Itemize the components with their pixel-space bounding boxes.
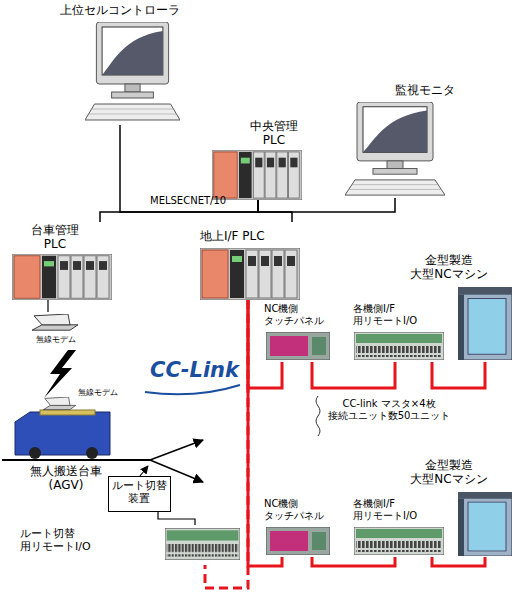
plc-icon [212,150,302,200]
cc-link-line [432,557,485,566]
radio-bolt [44,350,76,398]
cell-controller-pc: 上位セルコントローラ [55,2,188,125]
nc-machine-icon [458,492,512,556]
network-name: MELSECNET/10 [150,195,226,207]
plc-icon [12,254,112,300]
modem-cable [47,300,48,312]
remote-io-icon [354,527,444,555]
remote-io: 各機側I/F 用リモートI/O [350,300,448,362]
node-label: 台車管理 PLC [26,224,84,252]
pc-icon [85,22,180,120]
cc-link-line [248,300,282,566]
remote-io: 各機側I/F 用リモートI/O [350,495,448,557]
agv-plate [40,410,95,415]
network-line [258,200,292,222]
touch-panel-icon [266,527,330,555]
nc-machine: 金型製造 大型NCマシン [405,250,515,362]
touch-panel: NC機側 タッチパネル [262,495,335,557]
node-label: 無人搬送台車 (AGV) [24,465,108,493]
node-label: 監視モニタ [395,84,455,98]
modem-icon [43,397,75,410]
logo-swoosh [145,385,240,394]
node-label: 上位セルコントローラ [55,4,185,18]
network-note: CC-link マスタ×4枚 接続ユニット数50ユニット [325,398,453,421]
node-label: 金型製造 大型NCマシン [407,254,491,282]
node-label: 中央管理 PLC [245,120,303,148]
node-label: 無線モデム [78,388,118,397]
touch-panel: NC機側 タッチパネル [262,300,335,362]
route-remote-io: ルート切替 用リモートI/O [18,525,243,565]
nc-machine: 金型製造 大型NCマシン [405,455,515,557]
network-line [258,198,395,212]
ground-if-plc: 地上I/F PLC [198,222,303,300]
node-label: NC機側 タッチパネル [264,498,332,521]
cc-link-line [312,557,395,566]
agv-wheel [86,447,98,459]
leader-arrow [140,466,148,476]
cc-link-line [312,362,395,388]
route-switch-box: ルート切替 装置 [108,476,171,512]
cc-link-line [205,300,248,588]
cart-plc: 台車管理 PLC [8,222,118,300]
remote-io-icon [354,332,444,360]
node-label: ルート切替 装置 [110,480,168,505]
plc-icon [200,248,300,300]
network-line [120,125,258,212]
remote-io-icon [165,528,240,560]
node-label: 各機側I/F 用リモートI/O [353,303,433,326]
monitor-pc: 監視モニタ [340,80,458,198]
node-label: ルート切替 用リモートI/O [20,528,116,553]
node-label: NC機側 タッチパネル [264,303,332,326]
track-branch [150,440,203,460]
modem-icon [32,314,78,330]
cc-link-logo: CC-Link [150,358,239,382]
radio-modem: 無線モデム [40,388,121,412]
agv-wheel [29,447,41,459]
node-label: 無線モデム [36,335,76,344]
radio-modem: 無線モデム [22,312,92,348]
node-label: 金型製造 大型NCマシン [407,459,491,487]
nc-machine-icon [458,287,512,360]
node-label: 地上I/F PLC [200,230,265,244]
track [2,459,150,461]
omission-wave [316,396,320,436]
pc-icon [345,102,445,195]
control-cable [158,512,195,525]
touch-panel-icon [266,332,330,360]
node-label: 各機側I/F 用リモートI/O [353,498,433,521]
cc-link-line [432,362,485,388]
central-plc: 中央管理 PLC [205,118,306,200]
